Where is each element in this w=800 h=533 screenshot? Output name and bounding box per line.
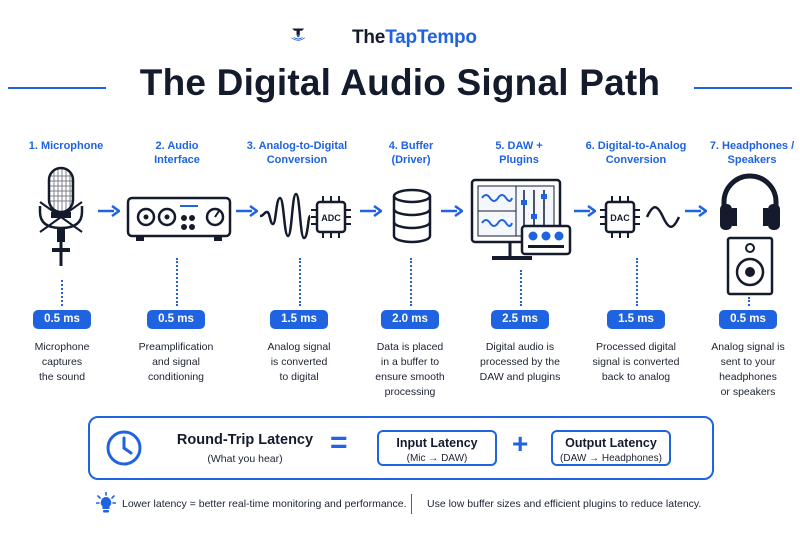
clock-icon [106,430,142,466]
stage-label-dac: 6. Digital-to-Analog Conversion [585,140,687,166]
latency-badge-dac: 1.5 ms [607,310,665,329]
lightbulb-icon [96,492,116,513]
input-latency-title: Input Latency [396,436,478,450]
flow-arrow-1 [98,205,120,217]
brand-name-part2: TapTempo [385,27,477,48]
stage-description-headphones: Analog signal is sent to your headphones… [711,341,785,398]
latency-badge-microphone: 0.5 ms [33,310,91,329]
brand-name: TheTapTempo [352,27,477,49]
adc-chip-icon: ADC [311,196,351,238]
output-latency-title: Output Latency [565,436,657,450]
analog-sine-icon [645,206,681,228]
stage-label-audio-interface: 2. Audio Interface [154,140,200,166]
buffer-database-icon [392,188,432,244]
stage-description-adc: Analog signal is converted to digital [267,341,331,383]
connector-dots-3 [299,258,301,306]
dac-chip-icon: DAC [600,196,640,238]
connector-dots-6 [636,258,638,306]
stage-description-daw: Digital audio is processed by the DAW an… [479,341,561,383]
output-latency-box [551,430,671,466]
latency-badge-audio-interface: 0.5 ms [147,310,205,329]
footer-tip-latency: Lower latency = better real-time monitor… [122,498,407,510]
tap-logo-icon [291,28,305,41]
round-trip-title: Round-Trip Latency [176,432,314,448]
connector-dots-1 [61,280,63,306]
headphones-speaker-icon [720,173,780,296]
audio-interface-icon [126,196,232,241]
stage-description-buffer: Data is placed in a buffer to ensure smo… [375,341,445,398]
equals-sign: = [330,426,348,459]
latency-badge-daw: 2.5 ms [491,310,549,329]
connector-dots-2 [176,258,178,306]
adc-chip-text: ADC [321,213,341,223]
dac-chip-text: DAC [610,213,630,223]
connector-dots-4 [410,258,412,306]
microphone-icon [38,166,84,266]
stage-label-headphones: 7. Headphones / Speakers [709,140,795,166]
stage-label-microphone: 1. Microphone [28,140,104,152]
round-trip-panel [88,416,714,480]
footer-tip-buffer: Use low buffer sizes and efficient plugi… [427,498,702,510]
plus-sign: + [512,428,529,459]
flow-arrow-2 [236,205,258,217]
stage-description-microphone: Microphone captures the sound [34,341,90,383]
stage-label-daw: 5. DAW + Plugins [495,140,543,166]
flow-arrow-4 [441,205,463,217]
title-rule-right [694,87,792,89]
round-trip-subtitle: (What you hear) [207,453,283,465]
input-latency-box [377,430,497,466]
input-latency-subtitle: (Mic → DAW) [406,453,468,464]
brand-name-part1: The [352,27,386,48]
flow-arrow-5 [574,205,596,217]
stage-label-adc: 3. Analog-to-Digital Conversion [246,140,348,166]
daw-monitor-icon [470,178,572,260]
latency-badge-buffer: 2.0 ms [381,310,439,329]
latency-badge-adc: 1.5 ms [270,310,328,329]
latency-badge-headphones: 0.5 ms [719,310,777,329]
flow-arrow-3 [360,205,382,217]
stage-label-buffer: 4. Buffer (Driver) [388,140,434,166]
page-title: The Digital Audio Signal Path [139,62,661,103]
title-rule-left [8,87,106,89]
analog-waveform-icon [259,192,312,240]
footer-divider [411,494,412,514]
connector-dots-5 [520,270,522,306]
stage-description-dac: Processed digital signal is converted ba… [592,341,680,383]
stage-description-audio-interface: Preamplification and signal conditioning [138,341,214,383]
connector-dots-7 [748,297,750,306]
output-latency-subtitle: (DAW → Headphones) [560,453,662,464]
flow-arrow-6 [685,205,707,217]
